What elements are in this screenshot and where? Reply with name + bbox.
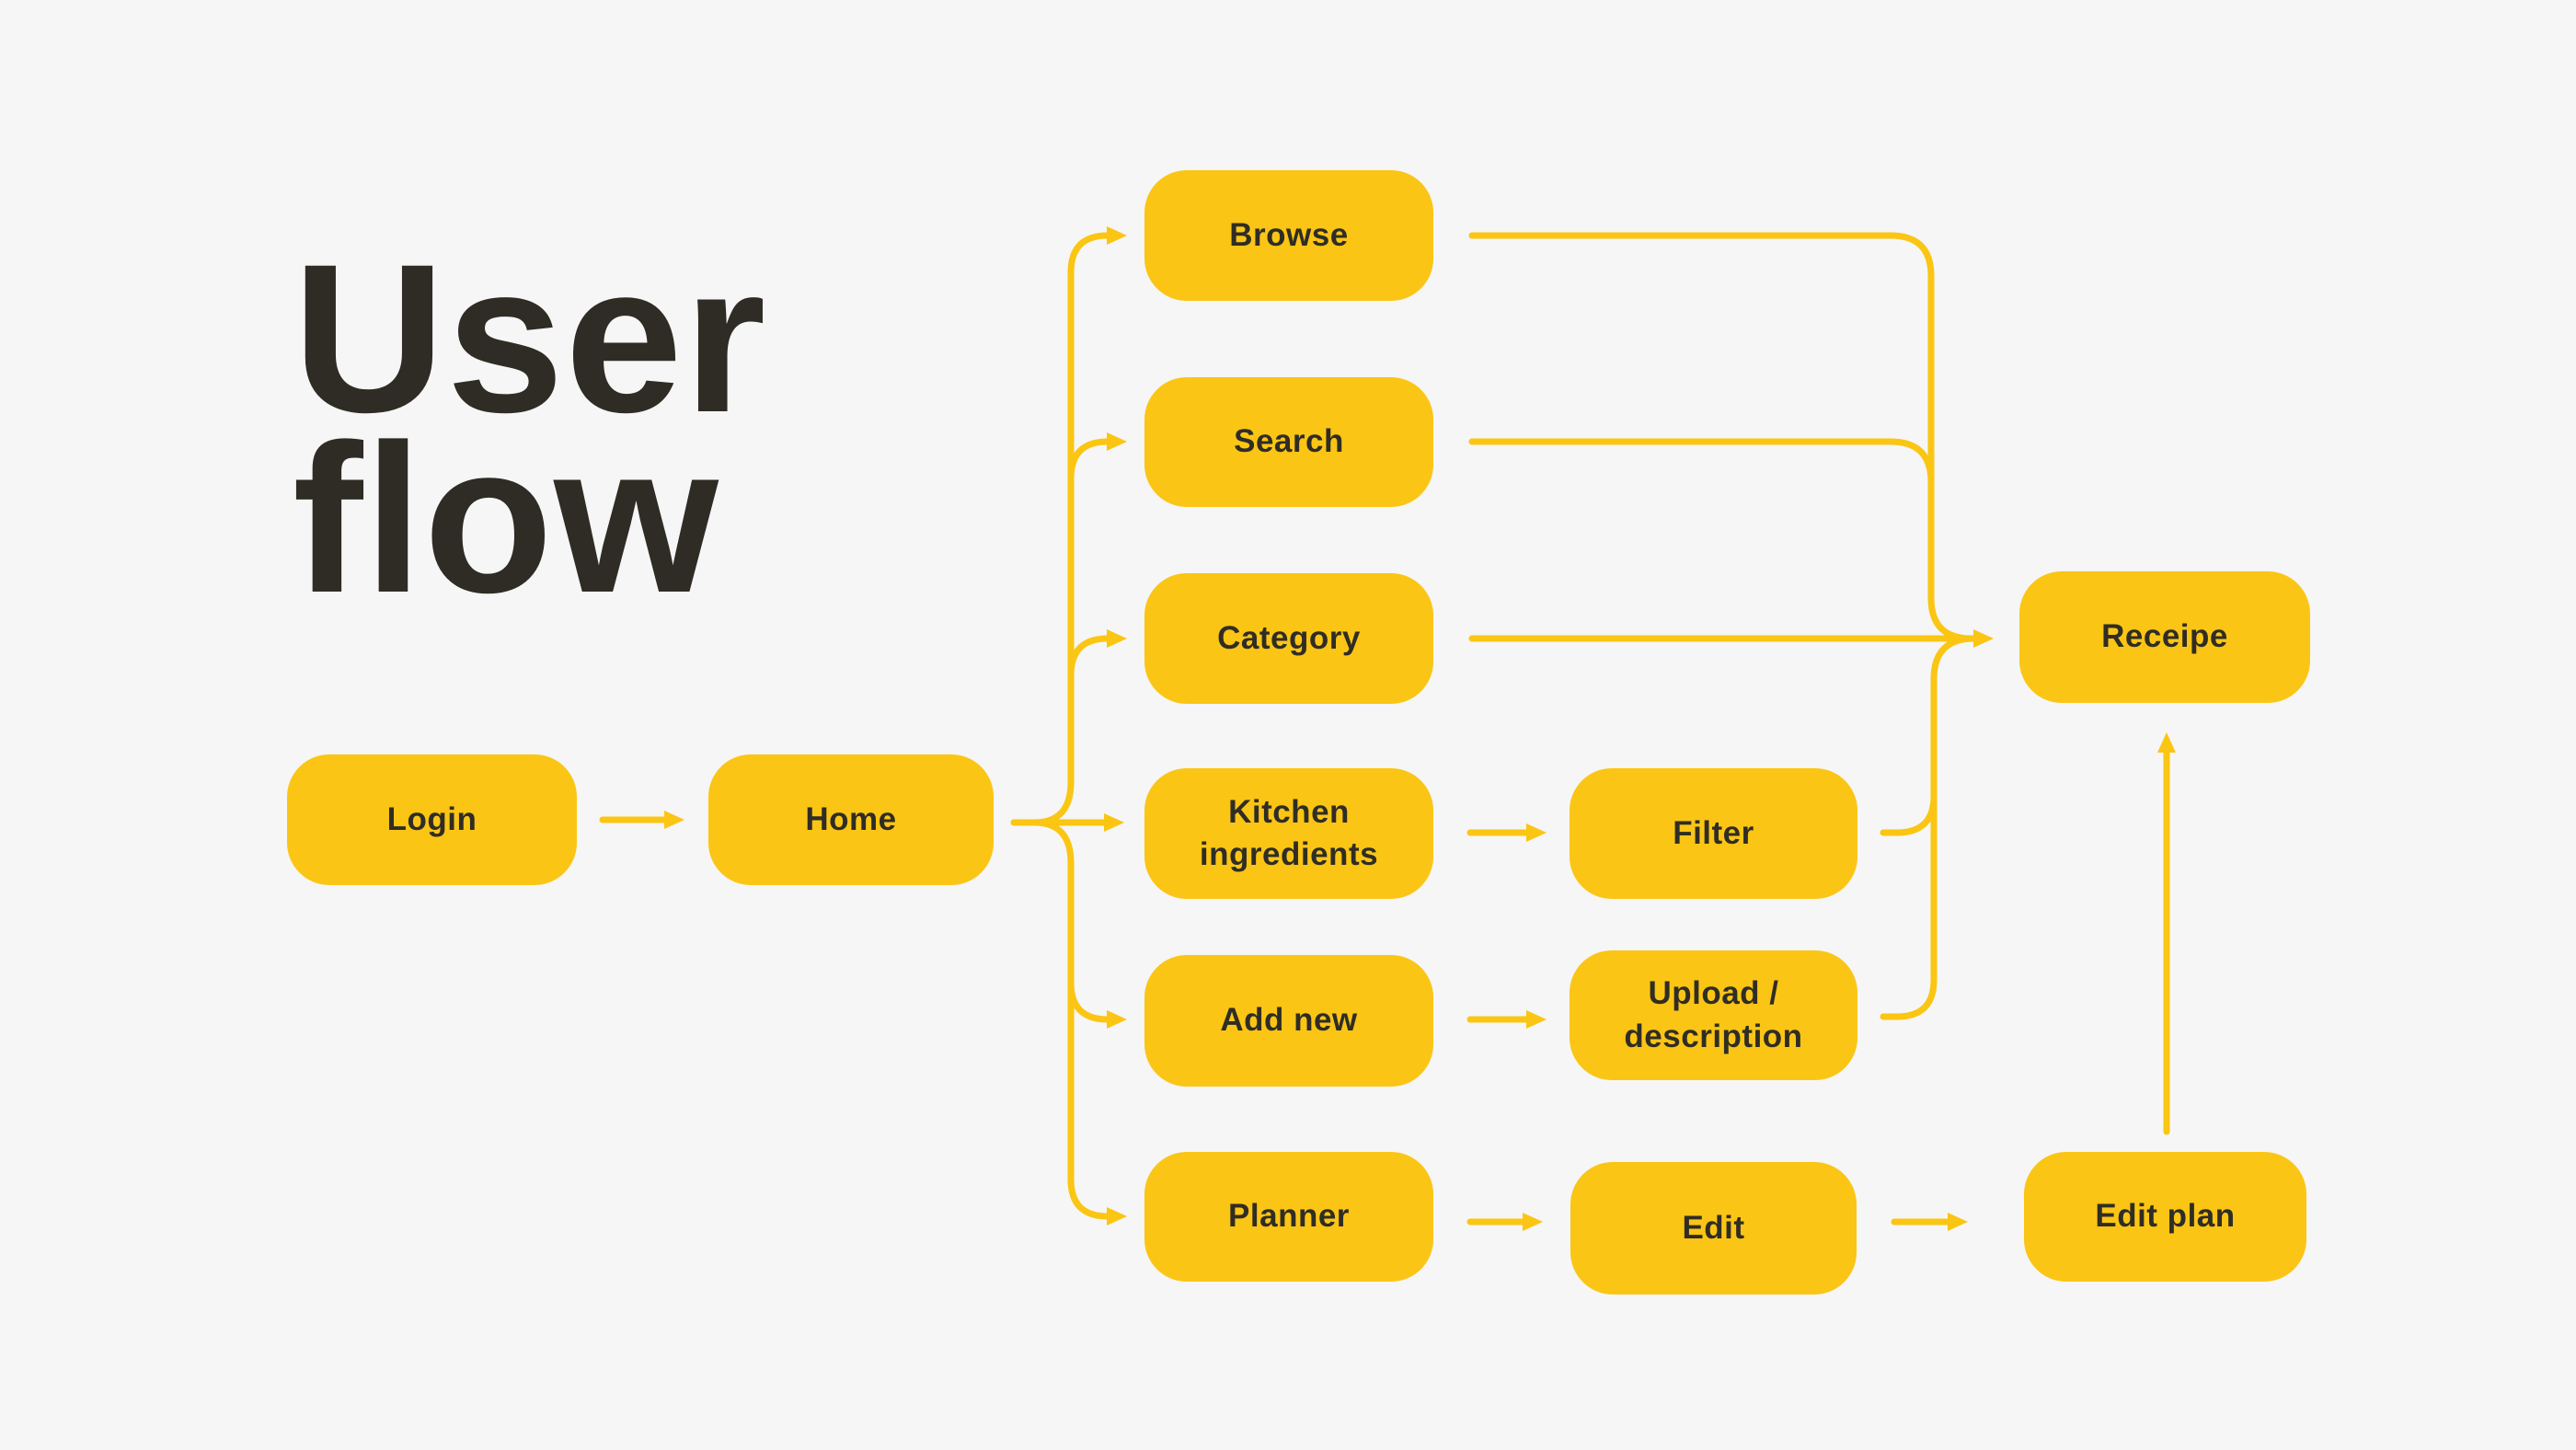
node-edit-plan: Edit plan — [2024, 1152, 2306, 1282]
node-label: Home — [805, 800, 897, 837]
node-label: Receipe — [2101, 618, 2228, 655]
node-label: Edit — [1682, 1209, 1745, 1246]
node-label: Edit plan — [2095, 1198, 2236, 1235]
edge-home-planner — [1030, 819, 1127, 1226]
node-login: Login — [287, 754, 577, 885]
edge-home-search — [1067, 432, 1127, 482]
node-label: Login — [386, 800, 477, 837]
node-browse: Browse — [1144, 170, 1433, 301]
node-add-new: Add new — [1144, 955, 1433, 1087]
node-kitchen-ingredients: Kitchen ingredients — [1144, 768, 1433, 899]
edge-home-browse — [1030, 226, 1127, 826]
node-label: Planner — [1228, 1198, 1350, 1235]
edge-home-category — [1067, 629, 1127, 679]
node-label: Filter — [1673, 814, 1754, 851]
node-home: Home — [708, 754, 994, 885]
page-title: User flow — [293, 220, 767, 637]
node-label: Kitchen ingredients — [1199, 793, 1379, 872]
node-label: Add new — [1220, 1002, 1358, 1039]
edge-search-receipe — [1468, 438, 1935, 486]
node-receipe: Receipe — [2019, 571, 2310, 703]
node-edit: Edit — [1570, 1162, 1857, 1295]
node-upload-description: Upload / description — [1570, 950, 1857, 1080]
node-label: Upload / description — [1624, 975, 1803, 1054]
title-line-1: User — [293, 220, 767, 456]
node-label: Category — [1217, 619, 1361, 656]
node-filter: Filter — [1570, 768, 1857, 899]
node-planner: Planner — [1144, 1152, 1433, 1282]
title-line-2: flow — [293, 400, 719, 637]
node-category: Category — [1144, 573, 1433, 704]
edge-browse-receipe — [1468, 232, 1975, 642]
node-label: Search — [1234, 423, 1344, 460]
node-search: Search — [1144, 377, 1433, 507]
edge-upload-description-receipe — [1880, 788, 1938, 1020]
node-label: Browse — [1229, 216, 1349, 253]
